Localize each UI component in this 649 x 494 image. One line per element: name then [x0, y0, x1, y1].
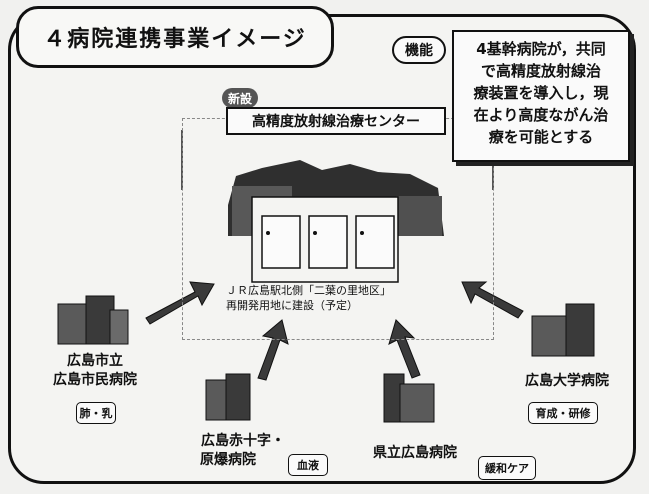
site-line: ＪＲ広島駅北側「二葉の里地区」 [226, 284, 391, 297]
hospital-name-line: 原爆病院 [200, 452, 256, 468]
arrow-from-university [461, 281, 524, 319]
hospital-name-line: 広島市民病院 [53, 372, 137, 388]
hospital-name-line: 広島市立 [67, 353, 123, 369]
hospital-name-red-cross: 広島赤十字・ 原爆病院 [188, 432, 298, 470]
new-badge: 新設 [222, 88, 258, 108]
role-badge-university: 育成・研修 [528, 402, 598, 424]
arrow-from-city-hospital [145, 281, 215, 325]
center-name-label: 高精度放射線治療センター [226, 107, 446, 135]
hospital-name-line: 広島赤十字・ [201, 433, 285, 449]
building-icon-city-hospital [57, 295, 129, 345]
hospital-name-university: 広島大学病院 [512, 372, 622, 391]
role-badge-red-cross: 血液 [288, 454, 328, 476]
site-line: 再開発用地に建設（予定） [226, 299, 358, 312]
building-icon-prefectural [383, 373, 435, 423]
center-building-illustration [228, 160, 444, 283]
function-line: 4基幹病院が，共同 [476, 40, 606, 58]
hospital-name-city: 広島市立 広島市民病院 [40, 352, 150, 390]
building-icon-red-cross [205, 373, 251, 421]
function-line: で高精度放射線治 [480, 62, 601, 80]
arrow-from-prefectural [388, 319, 421, 379]
hospital-name-line: 県立広島病院 [373, 445, 457, 461]
function-line: 療装置を導入し，現 [473, 84, 609, 102]
role-badge-prefectural: 緩和ケア [478, 456, 536, 480]
hospital-name-line: 広島大学病院 [525, 373, 609, 389]
hospital-name-prefectural: 県立広島病院 [360, 444, 470, 463]
building-icon-university [531, 303, 595, 357]
page-title: ４病院連携事業イメージ [16, 6, 334, 68]
function-line: 療を可能とする [488, 128, 594, 146]
function-tag: 機能 [392, 36, 446, 64]
role-badge-city: 肺・乳 [76, 402, 116, 424]
function-description-box: 4基幹病院が，共同 で高精度放射線治 療装置を導入し，現 在より高度ながん治 療… [452, 30, 630, 162]
site-description: ＪＲ広島駅北側「二葉の里地区」 再開発用地に建設（予定） [226, 283, 456, 313]
arrow-from-red-cross [257, 319, 289, 381]
function-line: 在より高度ながん治 [473, 106, 609, 124]
